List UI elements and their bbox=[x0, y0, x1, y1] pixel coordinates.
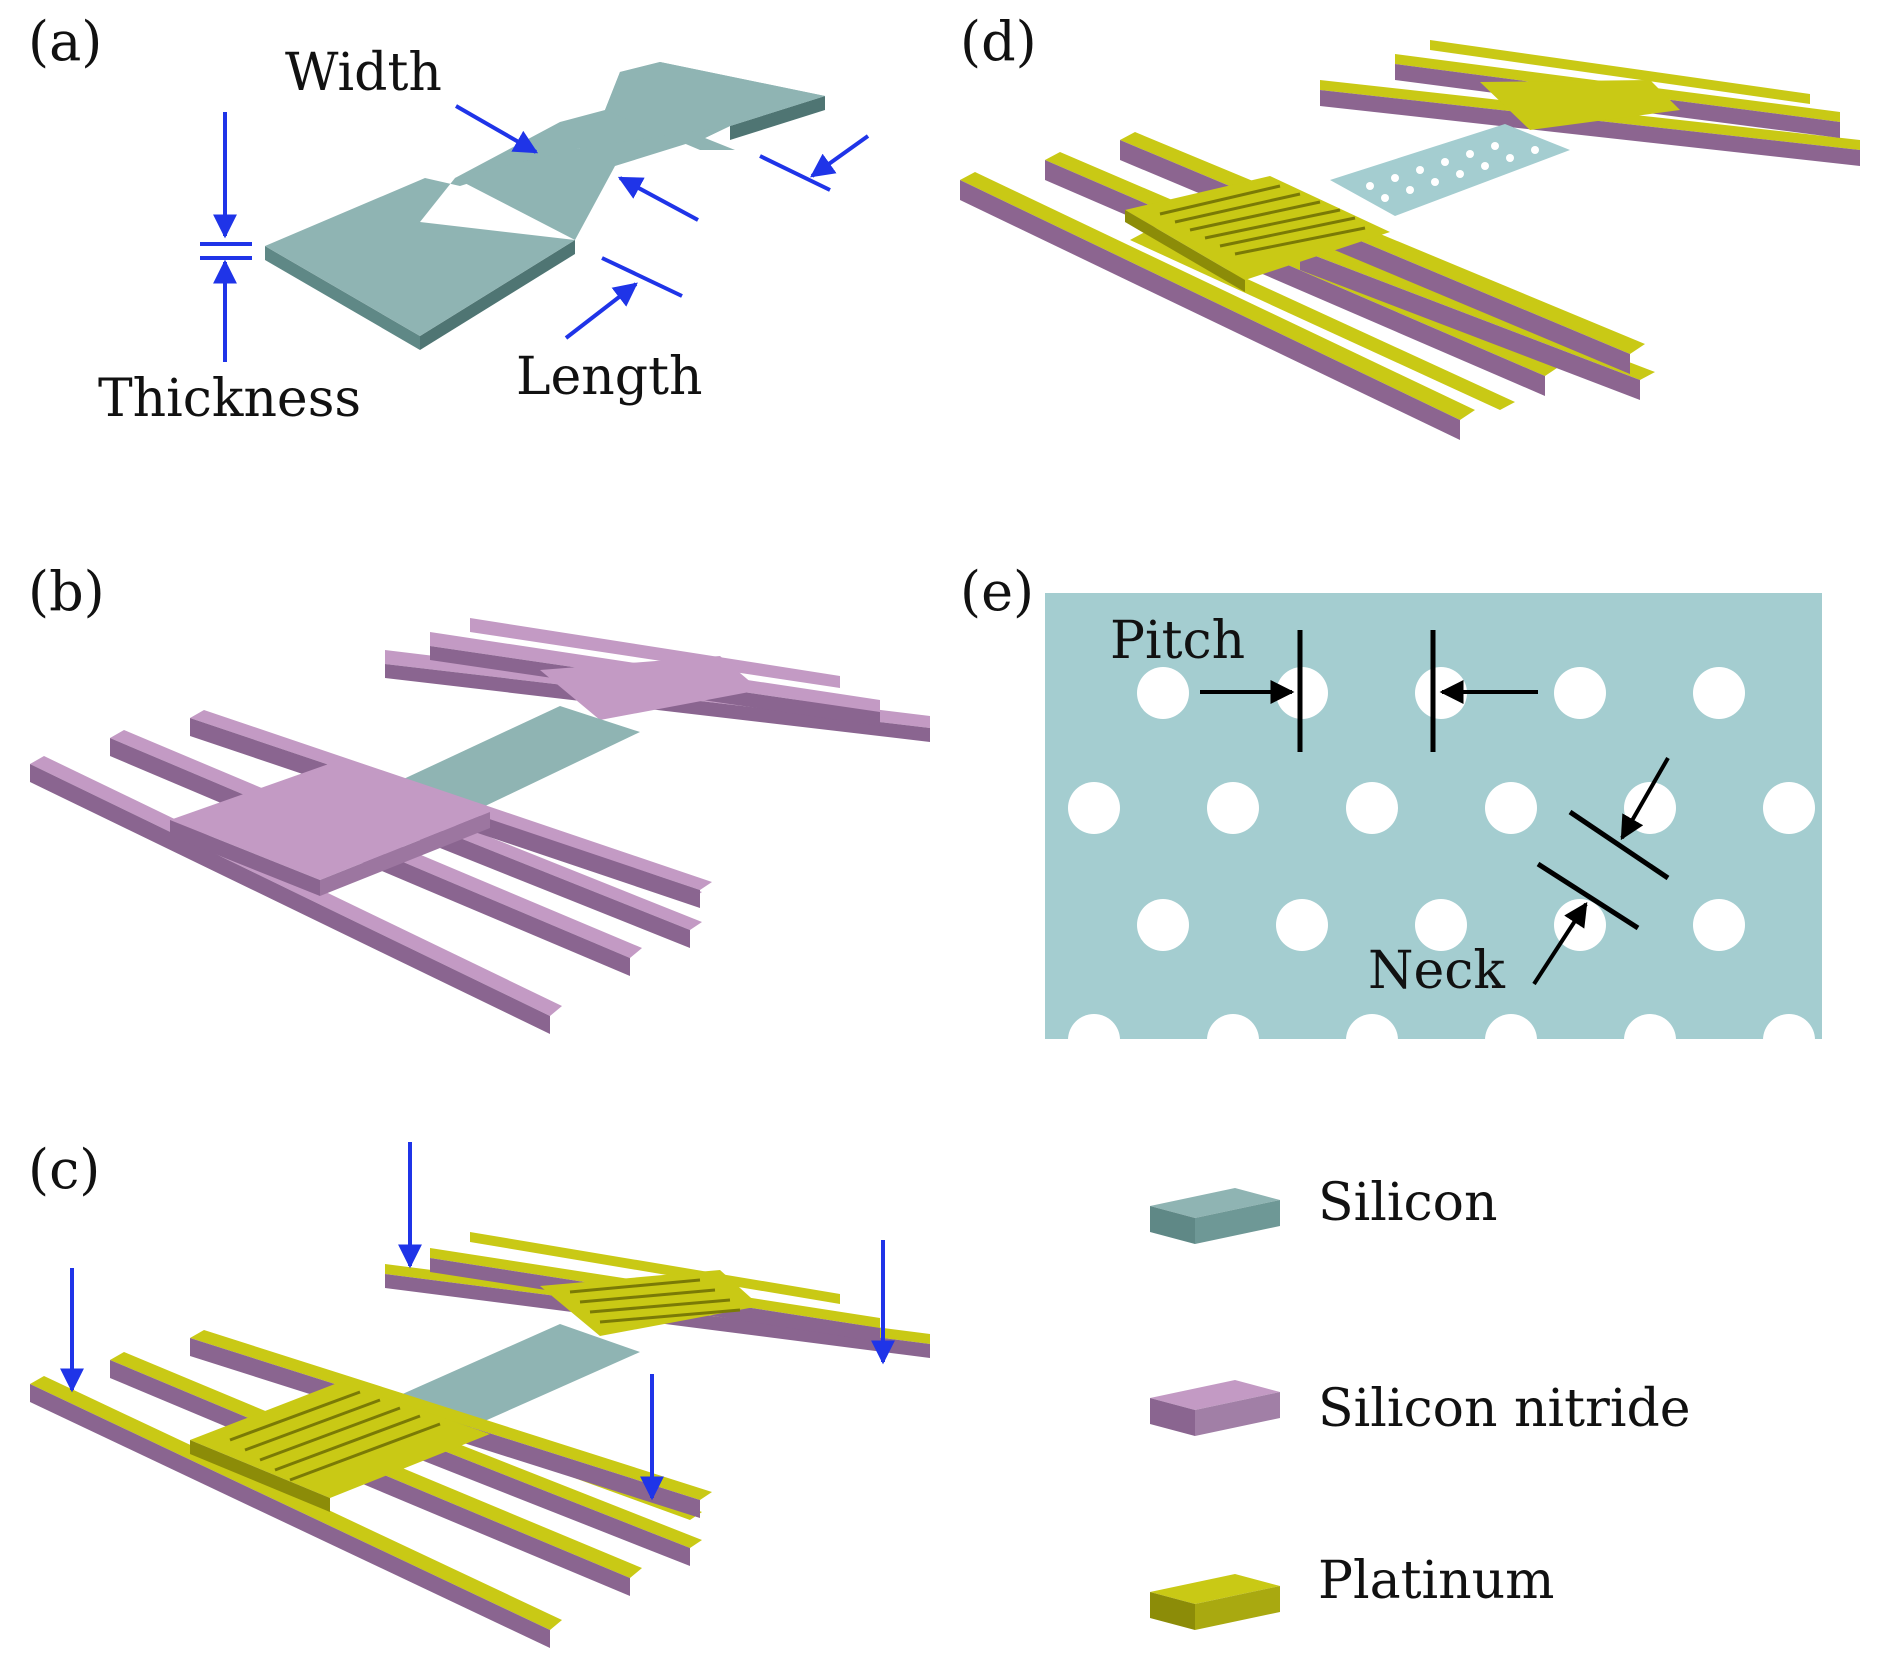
legend-item-silicon-nitride: Silicon nitride bbox=[1150, 1379, 1691, 1439]
legend-silicon-label: Silicon bbox=[1318, 1173, 1497, 1233]
silicon-beam-drawing bbox=[265, 62, 825, 350]
neck-label: Neck bbox=[1368, 941, 1505, 1001]
legend-silicon-nitride-label: Silicon nitride bbox=[1318, 1379, 1691, 1439]
pitch-label: Pitch bbox=[1110, 611, 1245, 671]
panel-d: (d) bbox=[960, 10, 1860, 440]
panel-e: (e) Pitch bbox=[960, 560, 1822, 1066]
panel-e-label: (e) bbox=[960, 560, 1034, 623]
legend-item-platinum: Platinum bbox=[1150, 1551, 1554, 1630]
thickness-label: Thickness bbox=[98, 369, 361, 429]
pitch-indicator bbox=[1200, 630, 1538, 752]
length-label: Length bbox=[516, 347, 702, 407]
legend-item-silicon: Silicon bbox=[1150, 1173, 1497, 1244]
thickness-indicator bbox=[200, 112, 252, 362]
neck-indicator bbox=[1532, 757, 1670, 986]
platinum-device-drawing bbox=[30, 1232, 930, 1648]
probe-arrows bbox=[60, 1142, 895, 1501]
width-indicator bbox=[455, 104, 870, 222]
panel-d-label: (d) bbox=[960, 10, 1037, 73]
panel-b-label: (b) bbox=[28, 560, 105, 623]
panel-a: (a) Width bbox=[28, 10, 870, 429]
panel-b: (b) bbox=[28, 560, 930, 1034]
length-indicator bbox=[564, 256, 683, 340]
nitride-frame-drawing bbox=[30, 618, 930, 1034]
panel-c: (c) bbox=[28, 1138, 930, 1648]
width-label: Width bbox=[285, 43, 442, 103]
panel-c-label: (c) bbox=[28, 1138, 100, 1201]
legend: Silicon Silicon nitride Platinum bbox=[1150, 1173, 1691, 1630]
legend-platinum-label: Platinum bbox=[1318, 1551, 1554, 1611]
panel-a-label: (a) bbox=[28, 10, 102, 73]
device-with-phononic-bridge bbox=[960, 40, 1860, 440]
